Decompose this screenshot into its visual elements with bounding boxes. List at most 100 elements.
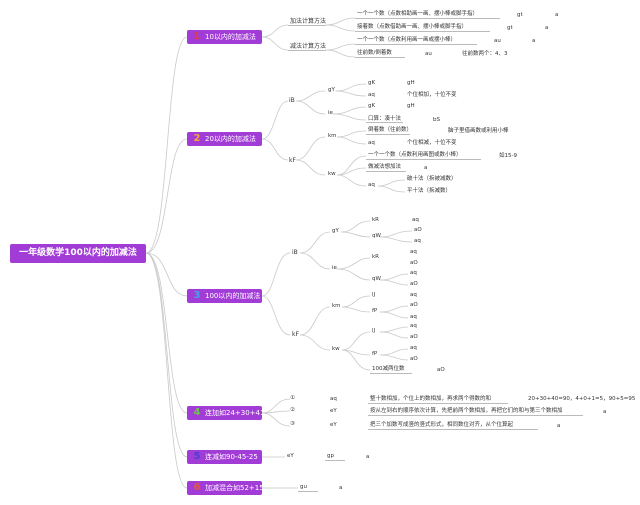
node-b2-bS[interactable]: bS (433, 117, 440, 123)
node-b2-ie[interactable]: ie (328, 110, 333, 116)
node-b1-add-c1-x1[interactable]: gt (517, 12, 523, 18)
node-b2-aq3[interactable]: aq (368, 182, 375, 188)
node-b4-r1-text[interactable]: 整十数相加，个位上的数相加，再求两个得数的和 (370, 396, 492, 402)
node-b3-lJ2[interactable]: lJ (372, 328, 376, 334)
node-b2-pj[interactable]: 倒着数（往前数） (368, 127, 413, 133)
node-b4-r1-a[interactable]: aq (330, 396, 337, 402)
node-b3-qW2[interactable]: qW (372, 276, 381, 282)
node-b3-bw-x[interactable]: aO (437, 367, 445, 373)
node-b1-sub-c2-x2[interactable]: 往前数两个：4、3 (462, 51, 508, 57)
node-b1-add-c1[interactable]: 一个一个数（点数相助画一画、摆小棒或脚手指） (357, 11, 479, 17)
branch-label: 加减混合如52+15-9 (205, 484, 262, 492)
node-b1-add-c2-x2[interactable]: a (545, 25, 549, 31)
node-b2-kw1[interactable]: 一个一个数（点数利用画图或数小棒） (368, 152, 462, 158)
node-b4-r2-num[interactable]: ② (290, 407, 295, 413)
node-b1-add-c1-x2[interactable]: a (555, 12, 559, 18)
node-b2-aq[interactable]: aq (368, 92, 375, 98)
root-node[interactable]: 一年级数学100以内的加减法 (10, 244, 146, 263)
node-b4-r1-example[interactable]: 20+30+40=90，4+0+1=5，90+5=95 (528, 396, 636, 402)
node-b5-c[interactable]: a (366, 454, 370, 460)
node-b2-kw2-x[interactable]: a (424, 165, 428, 171)
node-b4-r2-text[interactable]: 按从左到右的顺序依次计算，先把前两个数相加，再把它们的和与第三个数相加 (370, 408, 563, 414)
node-b2-gK2[interactable]: gK (368, 103, 376, 109)
node-b2-gH2[interactable]: gH (407, 103, 415, 109)
branch-number: 5 (193, 451, 201, 462)
node-b3-kR2[interactable]: kR (372, 254, 380, 260)
node-b3-bw[interactable]: 100减两位数 (372, 366, 405, 372)
node-b2-kou[interactable]: 口算：凑十法 (368, 116, 402, 122)
node-b3-aO5[interactable]: aO (410, 334, 418, 340)
node-b3-fP2[interactable]: fP (372, 351, 378, 357)
node-b2-aq-text[interactable]: 个位相加，十位不变 (407, 92, 457, 98)
node-b2-gK[interactable]: gK (368, 80, 376, 86)
node-b1-sub-c1[interactable]: 一个一个数（点数利用画一画或摆小棒） (357, 37, 457, 43)
node-b4-r3-num[interactable]: ③ (290, 421, 295, 427)
node-b1-add-c2-x1[interactable]: gt (507, 25, 513, 31)
node-b2-aq2[interactable]: aq (368, 140, 375, 146)
node-b2-pj-text[interactable]: 脑子里借画数或利用小棒 (448, 128, 509, 134)
node-b3-aq2[interactable]: aq (414, 238, 421, 244)
node-b1-sub-c1-x2[interactable]: a (532, 38, 536, 44)
node-b2-kw[interactable]: kw (328, 171, 336, 177)
node-b3-gY[interactable]: gY (332, 228, 339, 234)
node-b2-kw1-text[interactable]: 如15-9 (499, 153, 517, 159)
branch-100-within[interactable]: 3 100以内的加减法 (187, 289, 262, 303)
branch-number: 1 (193, 31, 201, 42)
node-b2-kF[interactable]: kF (289, 157, 296, 164)
node-b4-r2-example[interactable]: a (603, 409, 607, 415)
node-b3-aO6[interactable]: aO (410, 356, 418, 362)
node-b3-aO2[interactable]: aO (410, 260, 418, 266)
node-b2-gH[interactable]: gH (407, 80, 415, 86)
node-b1-sub-c2-x1[interactable]: au (425, 51, 432, 57)
node-b2-aq2-text[interactable]: 个位相减，十位不变 (407, 140, 457, 146)
branch-label: 100以内的加减法 (205, 292, 261, 300)
node-b4-r3-text[interactable]: 把三个加数写成竖的竖式形式，相同数位对齐，从个位算起 (370, 422, 514, 428)
node-b3-kR[interactable]: kR (372, 217, 380, 223)
node-b2-iB[interactable]: iB (289, 97, 295, 104)
node-b3-ie[interactable]: ie (332, 265, 337, 271)
node-b3-aO3[interactable]: aO (410, 281, 418, 287)
node-b5-b[interactable]: gp (327, 453, 334, 459)
node-b3-qW[interactable]: qW (372, 233, 381, 239)
node-b3-kw[interactable]: kw (332, 346, 340, 352)
node-b2-po[interactable]: 破十法（拆被减数） (407, 176, 457, 182)
node-b3-aq8[interactable]: aq (410, 345, 417, 351)
node-b3-aO[interactable]: aO (414, 227, 422, 233)
node-b3-km[interactable]: km (332, 303, 341, 309)
node-b3-aq3[interactable]: aq (410, 249, 417, 255)
node-b2-km[interactable]: km (328, 133, 337, 139)
node-b2-gY[interactable]: gY (328, 87, 335, 93)
node-b3-fP[interactable]: fP (372, 308, 378, 314)
node-b4-r2-a[interactable]: eY (330, 408, 337, 414)
branch-number: 3 (193, 290, 201, 301)
node-b4-r1-num[interactable]: ① (290, 395, 295, 401)
node-b3-kF[interactable]: kF (292, 331, 299, 338)
node-b3-iB[interactable]: iB (292, 249, 298, 256)
node-b6-b[interactable]: a (339, 485, 343, 491)
node-sub-method[interactable]: 减法计算方法 (290, 43, 327, 50)
branch-number: 6 (193, 482, 201, 493)
node-b3-aO4[interactable]: aO (410, 302, 418, 308)
node-b6-a[interactable]: gu (300, 484, 307, 490)
branch-label: 20以内的加减法 (205, 135, 256, 143)
node-b1-sub-c2[interactable]: 往前数/倒着数 (357, 50, 392, 56)
node-b5-a[interactable]: eY (287, 453, 294, 459)
node-b1-add-c2[interactable]: 接着数（点数借助画一画、摆小棒或脚手指） (357, 24, 468, 30)
branch-mixed[interactable]: 6 加减混合如52+15-9 (187, 481, 262, 495)
node-b3-aq[interactable]: aq (412, 217, 419, 223)
node-add-method[interactable]: 加法计算方法 (290, 18, 327, 25)
node-b3-aq4[interactable]: aq (410, 270, 417, 276)
node-b3-aq7[interactable]: aq (410, 323, 417, 329)
node-b1-sub-c1-x1[interactable]: au (494, 38, 501, 44)
node-b2-kw2[interactable]: 做减法想加法 (368, 164, 402, 170)
node-b4-r3-example[interactable]: a (557, 423, 561, 429)
node-b3-aq6[interactable]: aq (410, 314, 417, 320)
node-b3-lJ[interactable]: lJ (372, 292, 376, 298)
node-b2-ping[interactable]: 平十法（拆减数） (407, 188, 452, 194)
node-b3-aq5[interactable]: aq (410, 292, 417, 298)
node-b4-r3-a[interactable]: eY (330, 422, 337, 428)
